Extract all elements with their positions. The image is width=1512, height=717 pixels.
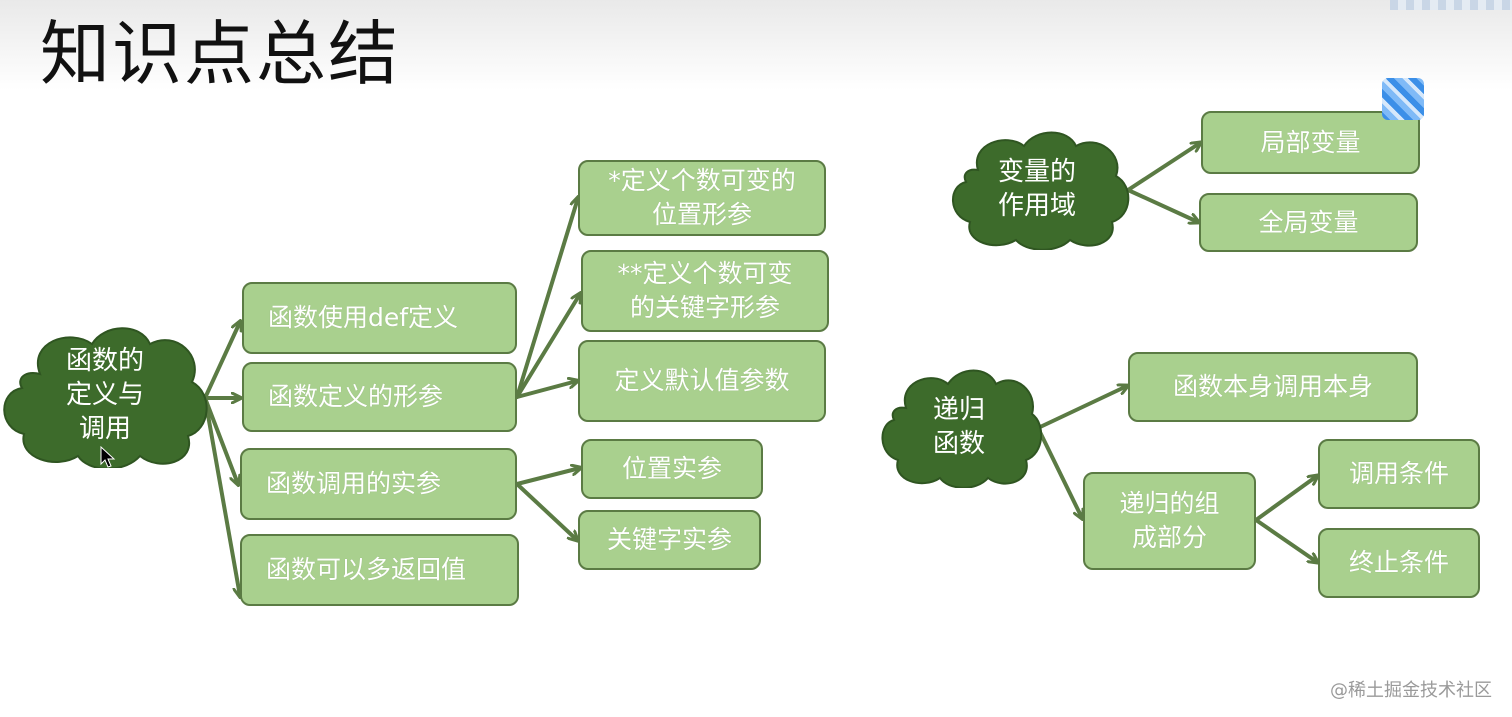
cloud-scope-label: 变量的 作用域 [997,157,1076,221]
arrow-recursion-to-selfcall [1036,386,1127,430]
arrow-function-to-def [203,322,240,400]
box-call-condition: 调用条件 [1318,439,1480,509]
arrow-components-to-stop [1254,518,1317,562]
box-global-variable: 全局变量 [1199,193,1418,252]
blurred-region [1390,0,1512,10]
cloud-recursion-label: 递归 函数 [932,395,985,459]
box-actual-args: 函数调用的实参 [240,448,517,520]
arrow-actual-to-keyword [515,482,577,540]
avatar-icon [1382,78,1424,120]
arrow-scope-to-local [1126,143,1200,192]
arrow-function-to-return [203,396,240,596]
box-self-call: 函数本身调用本身 [1128,352,1418,422]
watermark: @稀土掘金技术社区 [1330,680,1492,701]
slide-title: 知识点总结 [40,13,400,95]
arrow-function-to-actual [203,396,238,484]
cloud-shape [3,327,208,470]
box-formal-params: 函数定义的形参 [242,362,517,432]
box-def-keyword: 函数使用def定义 [242,282,517,354]
arrow-actual-to-positional [515,468,580,486]
arrow-formal-to-var-keyword [515,294,580,399]
cloud-shape [881,369,1043,489]
box-multi-return: 函数可以多返回值 [240,534,519,606]
box-stop-condition: 终止条件 [1318,528,1480,598]
cloud-shape [952,131,1130,251]
title-band [0,0,1512,90]
box-var-positional: *定义个数可变的 位置形参 [578,160,826,236]
box-recursion-components: 递归的组 成部分 [1083,472,1256,570]
box-default-value: 定义默认值参数 [578,340,826,422]
cursor-arrow-icon [100,446,116,468]
arrow-formal-to-default [515,381,577,399]
box-var-keyword: **定义个数可变 的关键字形参 [581,250,829,332]
box-positional-arg: 位置实参 [581,439,763,499]
arrow-formal-to-var-positional [515,198,578,399]
cloud-function-label: 函数的 定义与 调用 [65,346,144,444]
cloud-function: 函数的 定义与 调用 [0,322,210,470]
arrow-components-to-call [1254,476,1317,522]
arrow-scope-to-global [1126,188,1198,222]
arrow-recursion-to-components [1036,426,1082,518]
box-keyword-arg: 关键字实参 [578,510,761,570]
cloud-recursion: 递归 函数 [876,366,1043,489]
cloud-scope: 变量的 作用域 [944,128,1130,251]
box-local-variable: 局部变量 [1201,111,1420,174]
